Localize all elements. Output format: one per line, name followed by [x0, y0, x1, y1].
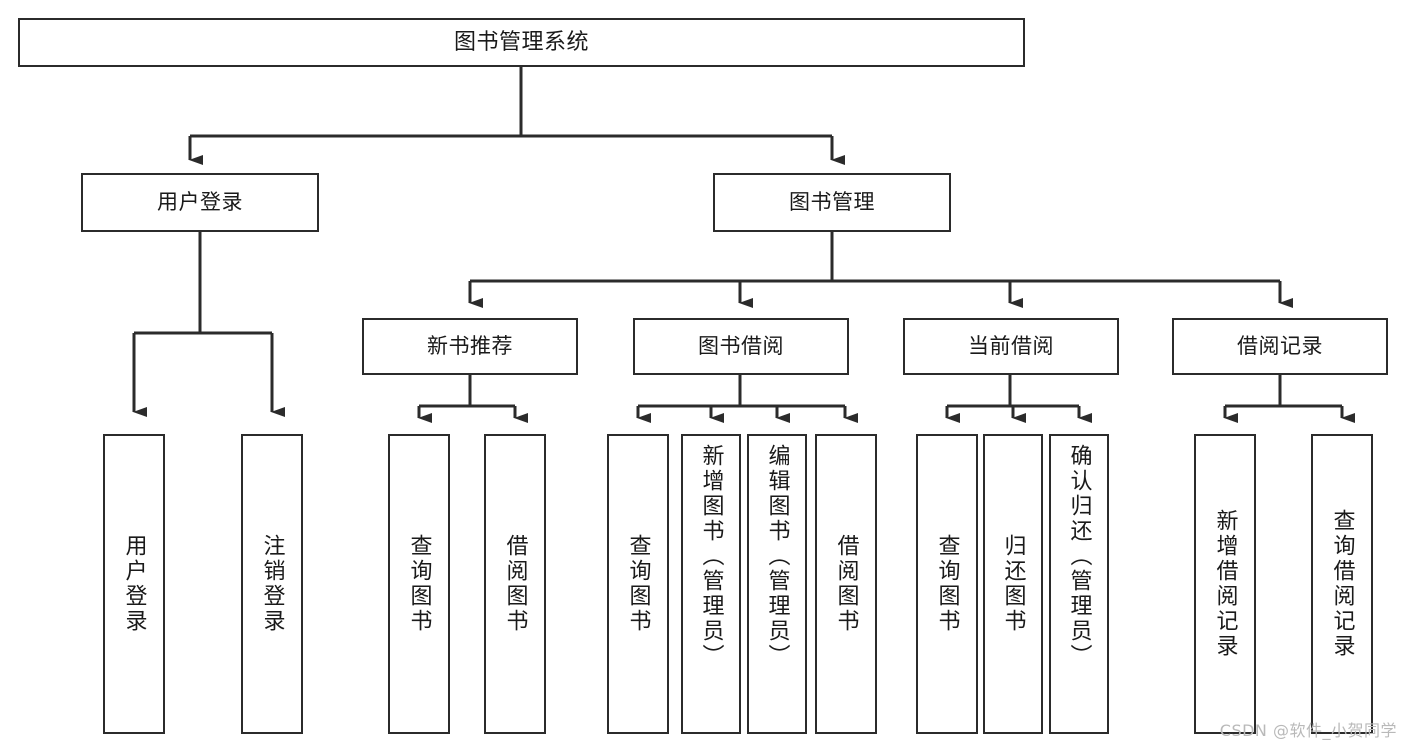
leaf-add-borrow-record[interactable]: 新增借阅记录 — [1194, 434, 1256, 734]
leaf-borrow-book-newbook[interactable]: 借阅图书 — [484, 434, 546, 734]
node-label: 新增借阅记录 — [1212, 509, 1238, 659]
node-label: 用户登录 — [157, 190, 243, 215]
leaf-query-book-borrow[interactable]: 查询图书 — [607, 434, 669, 734]
leaf-return-book[interactable]: 归还图书 — [983, 434, 1043, 734]
node-label: 编辑图书（管理员） — [764, 444, 790, 669]
node-label: 查询借阅记录 — [1329, 509, 1355, 659]
node-label: 借阅图书 — [502, 534, 528, 634]
node-label: 查询图书 — [406, 534, 432, 634]
leaf-add-book-admin[interactable]: 新增图书（管理员） — [681, 434, 741, 734]
leaf-user-login[interactable]: 用户登录 — [103, 434, 165, 734]
node-current-borrow[interactable]: 当前借阅 — [903, 318, 1119, 375]
node-label: 确认归还（管理员） — [1066, 444, 1092, 669]
leaf-logout[interactable]: 注销登录 — [241, 434, 303, 734]
node-root-book-management-system[interactable]: 图书管理系统 — [18, 18, 1025, 67]
node-borrow-record[interactable]: 借阅记录 — [1172, 318, 1388, 375]
node-new-book-recommend[interactable]: 新书推荐 — [362, 318, 578, 375]
node-label: 查询图书 — [625, 534, 651, 634]
leaf-confirm-return-admin[interactable]: 确认归还（管理员） — [1049, 434, 1109, 734]
node-label: 借阅记录 — [1237, 334, 1323, 359]
node-label: 图书借阅 — [698, 334, 784, 359]
node-label: 新增图书（管理员） — [698, 444, 724, 669]
leaf-borrow-book-borrow[interactable]: 借阅图书 — [815, 434, 877, 734]
node-label: 用户登录 — [121, 534, 147, 634]
node-label: 当前借阅 — [968, 334, 1054, 359]
node-label: 归还图书 — [1000, 534, 1026, 634]
node-label: 借阅图书 — [833, 534, 859, 634]
node-book-borrow[interactable]: 图书借阅 — [633, 318, 849, 375]
watermark-text: CSDN @软件_小贺同学 — [1219, 721, 1397, 740]
node-label: 图书管理 — [789, 190, 875, 215]
node-label: 新书推荐 — [427, 334, 513, 359]
leaf-query-book-current[interactable]: 查询图书 — [916, 434, 978, 734]
leaf-query-borrow-record[interactable]: 查询借阅记录 — [1311, 434, 1373, 734]
node-user-login[interactable]: 用户登录 — [81, 173, 319, 232]
node-label: 注销登录 — [259, 534, 285, 634]
node-label: 查询图书 — [934, 534, 960, 634]
node-book-management[interactable]: 图书管理 — [713, 173, 951, 232]
node-label: 图书管理系统 — [453, 29, 589, 55]
leaf-query-book-newbook[interactable]: 查询图书 — [388, 434, 450, 734]
leaf-edit-book-admin[interactable]: 编辑图书（管理员） — [747, 434, 807, 734]
